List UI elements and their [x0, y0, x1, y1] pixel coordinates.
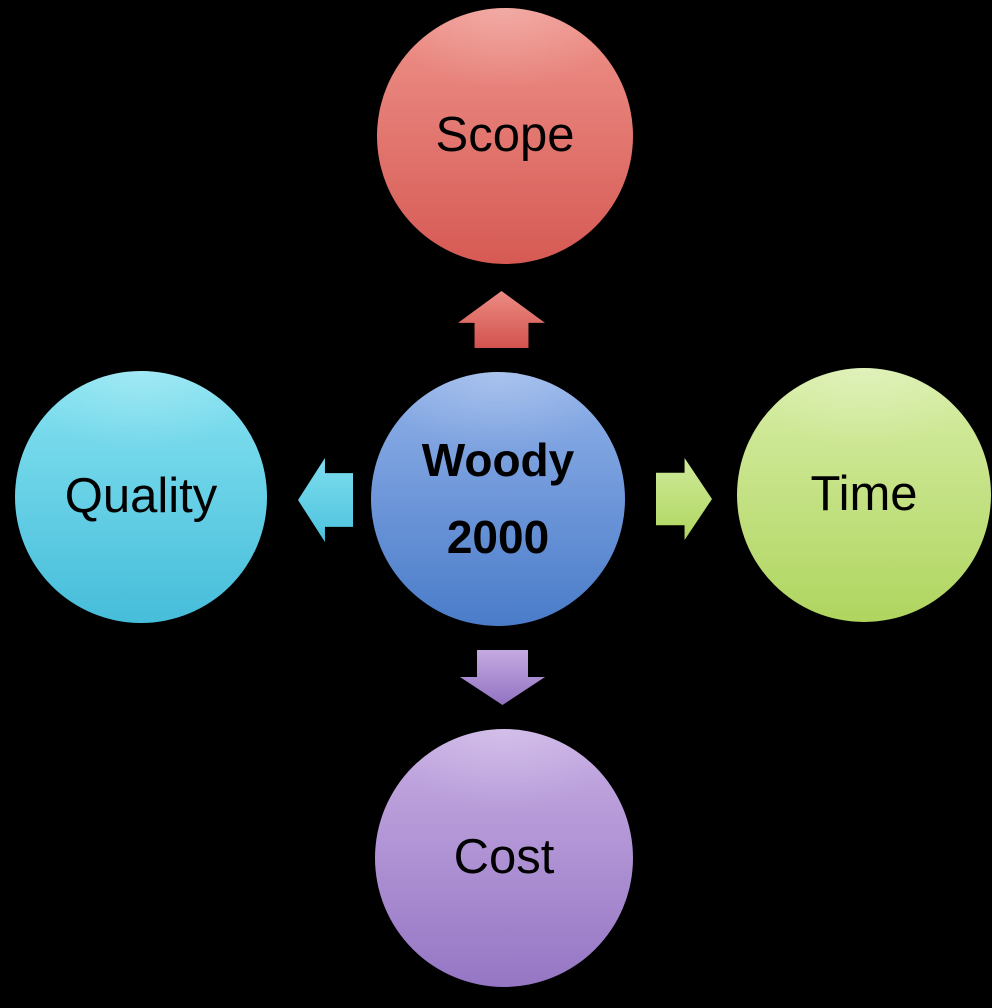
arrow-right-to-time-icon	[656, 458, 712, 540]
node-quality-label: Quality	[64, 469, 218, 524]
node-quality: Quality	[15, 371, 267, 623]
arrow-left-to-quality-icon	[298, 458, 353, 542]
node-center-label: Woody 2000	[422, 422, 574, 576]
node-scope-label: Scope	[435, 108, 575, 163]
node-scope: Scope	[377, 8, 633, 264]
center-label-line1: Woody	[421, 434, 575, 487]
node-center-woody-2000: Woody 2000	[371, 372, 625, 626]
node-cost: Cost	[375, 729, 633, 987]
center-label-line2: 2000	[446, 511, 550, 563]
node-time-label: Time	[810, 467, 918, 522]
arrow-down-to-cost-icon	[460, 650, 545, 705]
node-cost-label: Cost	[453, 830, 555, 885]
node-time: Time	[737, 368, 991, 622]
arrow-up-to-scope-icon	[458, 291, 545, 348]
